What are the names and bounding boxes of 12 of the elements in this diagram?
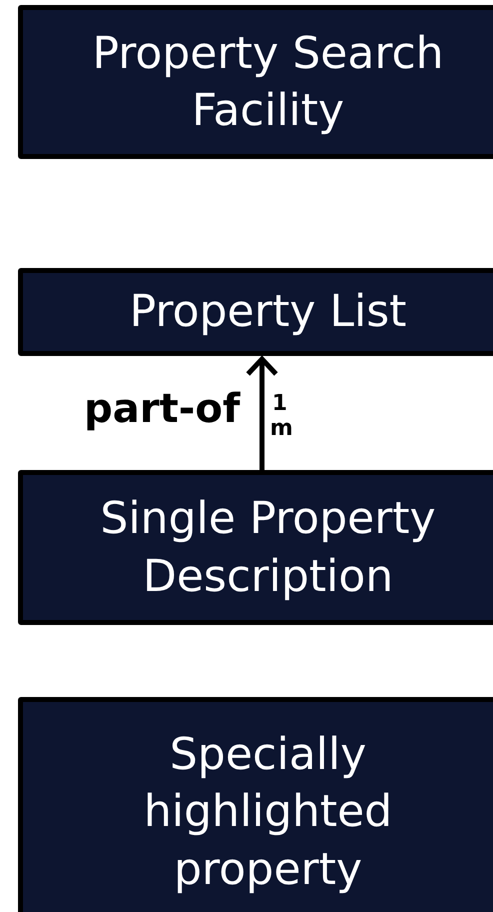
- class-box: [18, 5, 493, 159]
- arrow: [246, 355, 278, 470]
- box-title: Single Property Description: [99, 492, 437, 604]
- box-title: Property List: [128, 285, 408, 340]
- edge-label: part-of: [84, 386, 240, 432]
- box-title: Property Search Facility: [91, 26, 445, 138]
- class-box: [18, 697, 493, 912]
- box-title: Specially highlighted property: [142, 728, 394, 897]
- multiplicity-label: m: [270, 418, 293, 440]
- class-box: [18, 268, 493, 356]
- multiplicity-label: 1: [272, 393, 288, 415]
- class-box: [18, 470, 493, 625]
